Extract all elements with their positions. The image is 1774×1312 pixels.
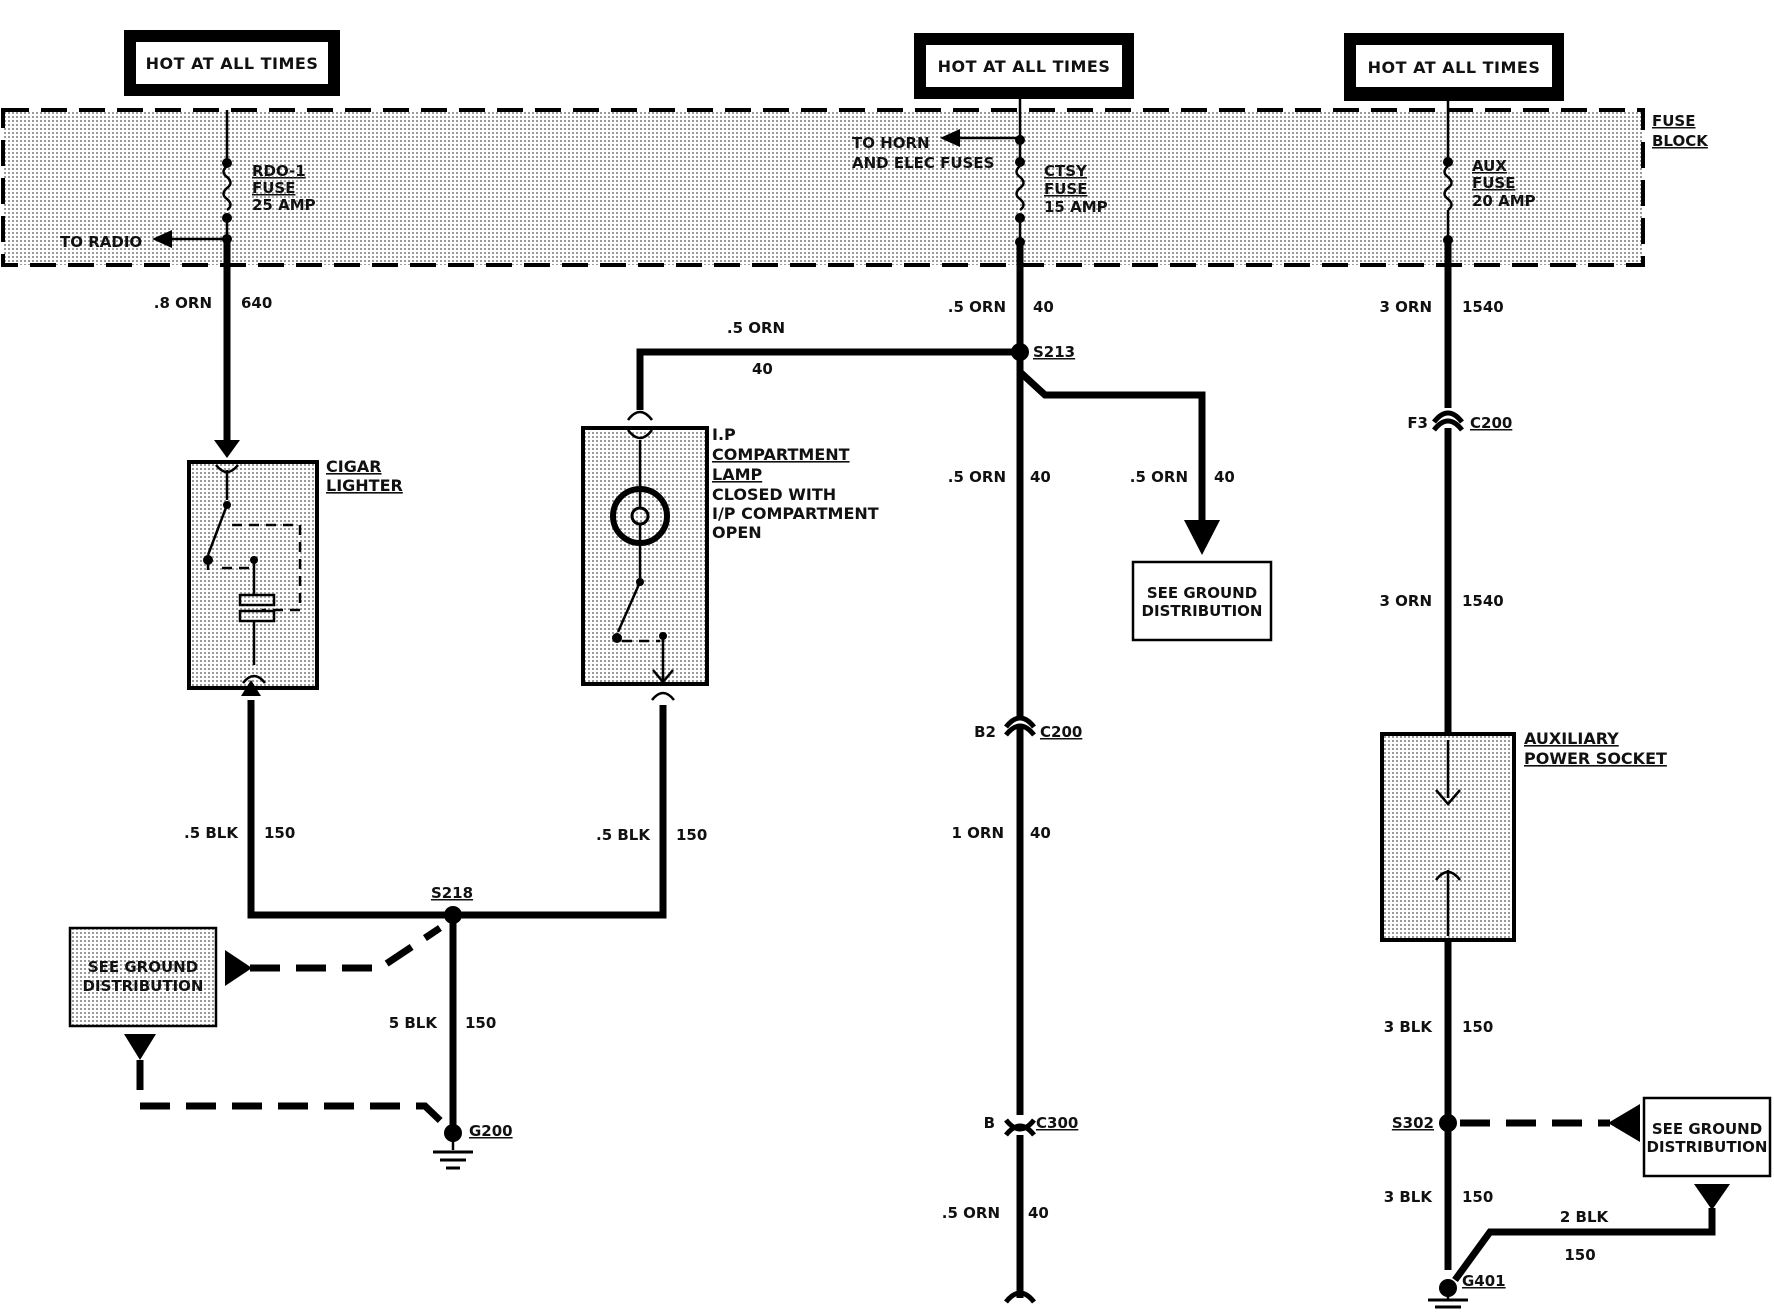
g200-ground bbox=[124, 1034, 473, 1170]
hot-box-2: HOT AT ALL TIMES bbox=[914, 33, 1134, 99]
wire-15-size: 2 BLK bbox=[1560, 1208, 1610, 1226]
wire-5-circuit: 40 bbox=[1030, 468, 1051, 486]
aux-socket-label-1: AUXILIARY bbox=[1524, 729, 1619, 748]
aux-fuse-name: AUX bbox=[1472, 157, 1507, 175]
cigar-lighter bbox=[187, 460, 319, 690]
to-horn-line1: TO HORN bbox=[852, 134, 930, 152]
ip-label-3: LAMP bbox=[712, 465, 763, 484]
s218-label: S218 bbox=[431, 884, 473, 902]
rdo-fuse-type: FUSE bbox=[252, 179, 295, 197]
wire-10-size: 1 ORN bbox=[951, 824, 1004, 842]
fuse-block-label-2: BLOCK bbox=[1652, 132, 1709, 150]
wire-8-size: .5 BLK bbox=[184, 824, 239, 842]
aux-fuse-circuit bbox=[1432, 100, 1464, 734]
c300-label: C300 bbox=[1036, 1114, 1078, 1132]
ctsy-fuse-circuit bbox=[940, 99, 1220, 720]
ctsy-fuse-type: FUSE bbox=[1044, 180, 1087, 198]
hot-box-3: HOT AT ALL TIMES bbox=[1344, 33, 1564, 101]
ground-dist-3-line1: SEE GROUND bbox=[1652, 1120, 1762, 1138]
wire-11-size: 5 BLK bbox=[389, 1014, 439, 1032]
wire-2-size: .5 ORN bbox=[948, 298, 1006, 316]
to-radio-label: TO RADIO bbox=[60, 233, 142, 251]
g401-label: G401 bbox=[1462, 1272, 1506, 1290]
cigar-ground-wire bbox=[241, 680, 453, 919]
fuse-block-label-1: FUSE bbox=[1652, 112, 1695, 130]
wire-8-circuit: 150 bbox=[264, 824, 295, 842]
wire-1-circuit: 640 bbox=[241, 294, 272, 312]
s218-splice bbox=[225, 906, 462, 1130]
hot-label-1: HOT AT ALL TIMES bbox=[146, 54, 319, 73]
wire-11-circuit: 150 bbox=[465, 1014, 496, 1032]
to-horn-line2: AND ELEC FUSES bbox=[852, 154, 994, 172]
ground-dist-box-1: SEE GROUND DISTRIBUTION bbox=[68, 926, 218, 1028]
c200-f3-label: C200 bbox=[1470, 414, 1512, 432]
ground-dist-3-line2: DISTRIBUTION bbox=[1647, 1138, 1768, 1156]
ground-dist-1-line1: SEE GROUND bbox=[88, 958, 198, 976]
hot-label-3: HOT AT ALL TIMES bbox=[1368, 58, 1541, 77]
g200-label: G200 bbox=[469, 1122, 513, 1140]
s213-label: S213 bbox=[1033, 343, 1075, 361]
wire-1-size: .8 ORN bbox=[154, 294, 212, 312]
ip-label-2: COMPARTMENT bbox=[712, 445, 850, 464]
wire-3-size: 3 ORN bbox=[1379, 298, 1432, 316]
fuse-block bbox=[1, 108, 1645, 267]
ground-dist-2-line2: DISTRIBUTION bbox=[1142, 602, 1263, 620]
c200-b2-label: C200 bbox=[1040, 723, 1082, 741]
ground-dist-2-line1: SEE GROUND bbox=[1147, 584, 1257, 602]
aux-socket-label-2: POWER SOCKET bbox=[1524, 749, 1667, 768]
cigar-label-1: CIGAR bbox=[326, 457, 382, 476]
wire-14-size: .5 ORN bbox=[942, 1204, 1000, 1222]
ip-label-1: I.P bbox=[712, 425, 736, 444]
hot-box-1: HOT AT ALL TIMES bbox=[124, 30, 340, 96]
ctsy-fuse-name: CTSY bbox=[1044, 162, 1088, 180]
wire-13-size: 3 BLK bbox=[1384, 1188, 1434, 1206]
aux-fuse-rating: 20 AMP bbox=[1472, 192, 1536, 210]
wire-2-circuit: 40 bbox=[1033, 298, 1054, 316]
ip-label-6: OPEN bbox=[712, 523, 762, 542]
wire-9-size: .5 BLK bbox=[596, 826, 651, 844]
ip-lamp-ground-wire bbox=[453, 691, 675, 919]
c200-b2-pin: B2 bbox=[974, 723, 996, 741]
rdo-fuse-rating: 25 AMP bbox=[252, 196, 316, 214]
wire-12-size: 3 BLK bbox=[1384, 1018, 1434, 1036]
wire-12-circuit: 150 bbox=[1462, 1018, 1493, 1036]
ground-dist-1-line2: DISTRIBUTION bbox=[83, 977, 204, 995]
c200-f3-pin: F3 bbox=[1407, 414, 1428, 432]
g401-ground bbox=[1428, 1184, 1730, 1309]
c200-b2-connector bbox=[1004, 715, 1036, 1115]
aux-power-socket bbox=[1380, 732, 1516, 1270]
wire-6-circuit: 40 bbox=[1214, 468, 1235, 486]
wire-13-circuit: 150 bbox=[1462, 1188, 1493, 1206]
ip-label-4: CLOSED WITH bbox=[712, 485, 836, 504]
wire-10-circuit: 40 bbox=[1030, 824, 1051, 842]
wire-6-size: .5 ORN bbox=[1130, 468, 1188, 486]
c300-pin: B bbox=[984, 1114, 995, 1132]
wire-3-circuit: 1540 bbox=[1462, 298, 1504, 316]
rdo-fuse-circuit bbox=[152, 110, 240, 458]
wire-9-circuit: 150 bbox=[676, 826, 707, 844]
wire-4-circuit: 40 bbox=[752, 360, 773, 378]
rdo-fuse-name: RDO-1 bbox=[252, 162, 306, 180]
hot-label-2: HOT AT ALL TIMES bbox=[938, 57, 1111, 76]
s302-splice bbox=[1439, 1104, 1640, 1142]
ip-label-5: I/P COMPARTMENT bbox=[712, 504, 879, 523]
c300-connector bbox=[1004, 1118, 1036, 1304]
wire-7-size: 3 ORN bbox=[1379, 592, 1432, 610]
aux-fuse-type: FUSE bbox=[1472, 174, 1515, 192]
wire-5-size: .5 ORN bbox=[948, 468, 1006, 486]
wire-14-circuit: 40 bbox=[1028, 1204, 1049, 1222]
s302-label: S302 bbox=[1392, 1114, 1434, 1132]
ctsy-fuse-rating: 15 AMP bbox=[1044, 198, 1108, 216]
ground-dist-box-2: SEE GROUND DISTRIBUTION bbox=[1131, 560, 1273, 642]
cigar-label-2: LIGHTER bbox=[326, 476, 403, 495]
ground-dist-box-3: SEE GROUND DISTRIBUTION bbox=[1642, 1096, 1772, 1178]
wire-15-circuit: 150 bbox=[1564, 1246, 1595, 1264]
ip-compartment-lamp bbox=[581, 348, 1015, 686]
wire-7-circuit: 1540 bbox=[1462, 592, 1504, 610]
wire-4-size: .5 ORN bbox=[727, 319, 785, 337]
